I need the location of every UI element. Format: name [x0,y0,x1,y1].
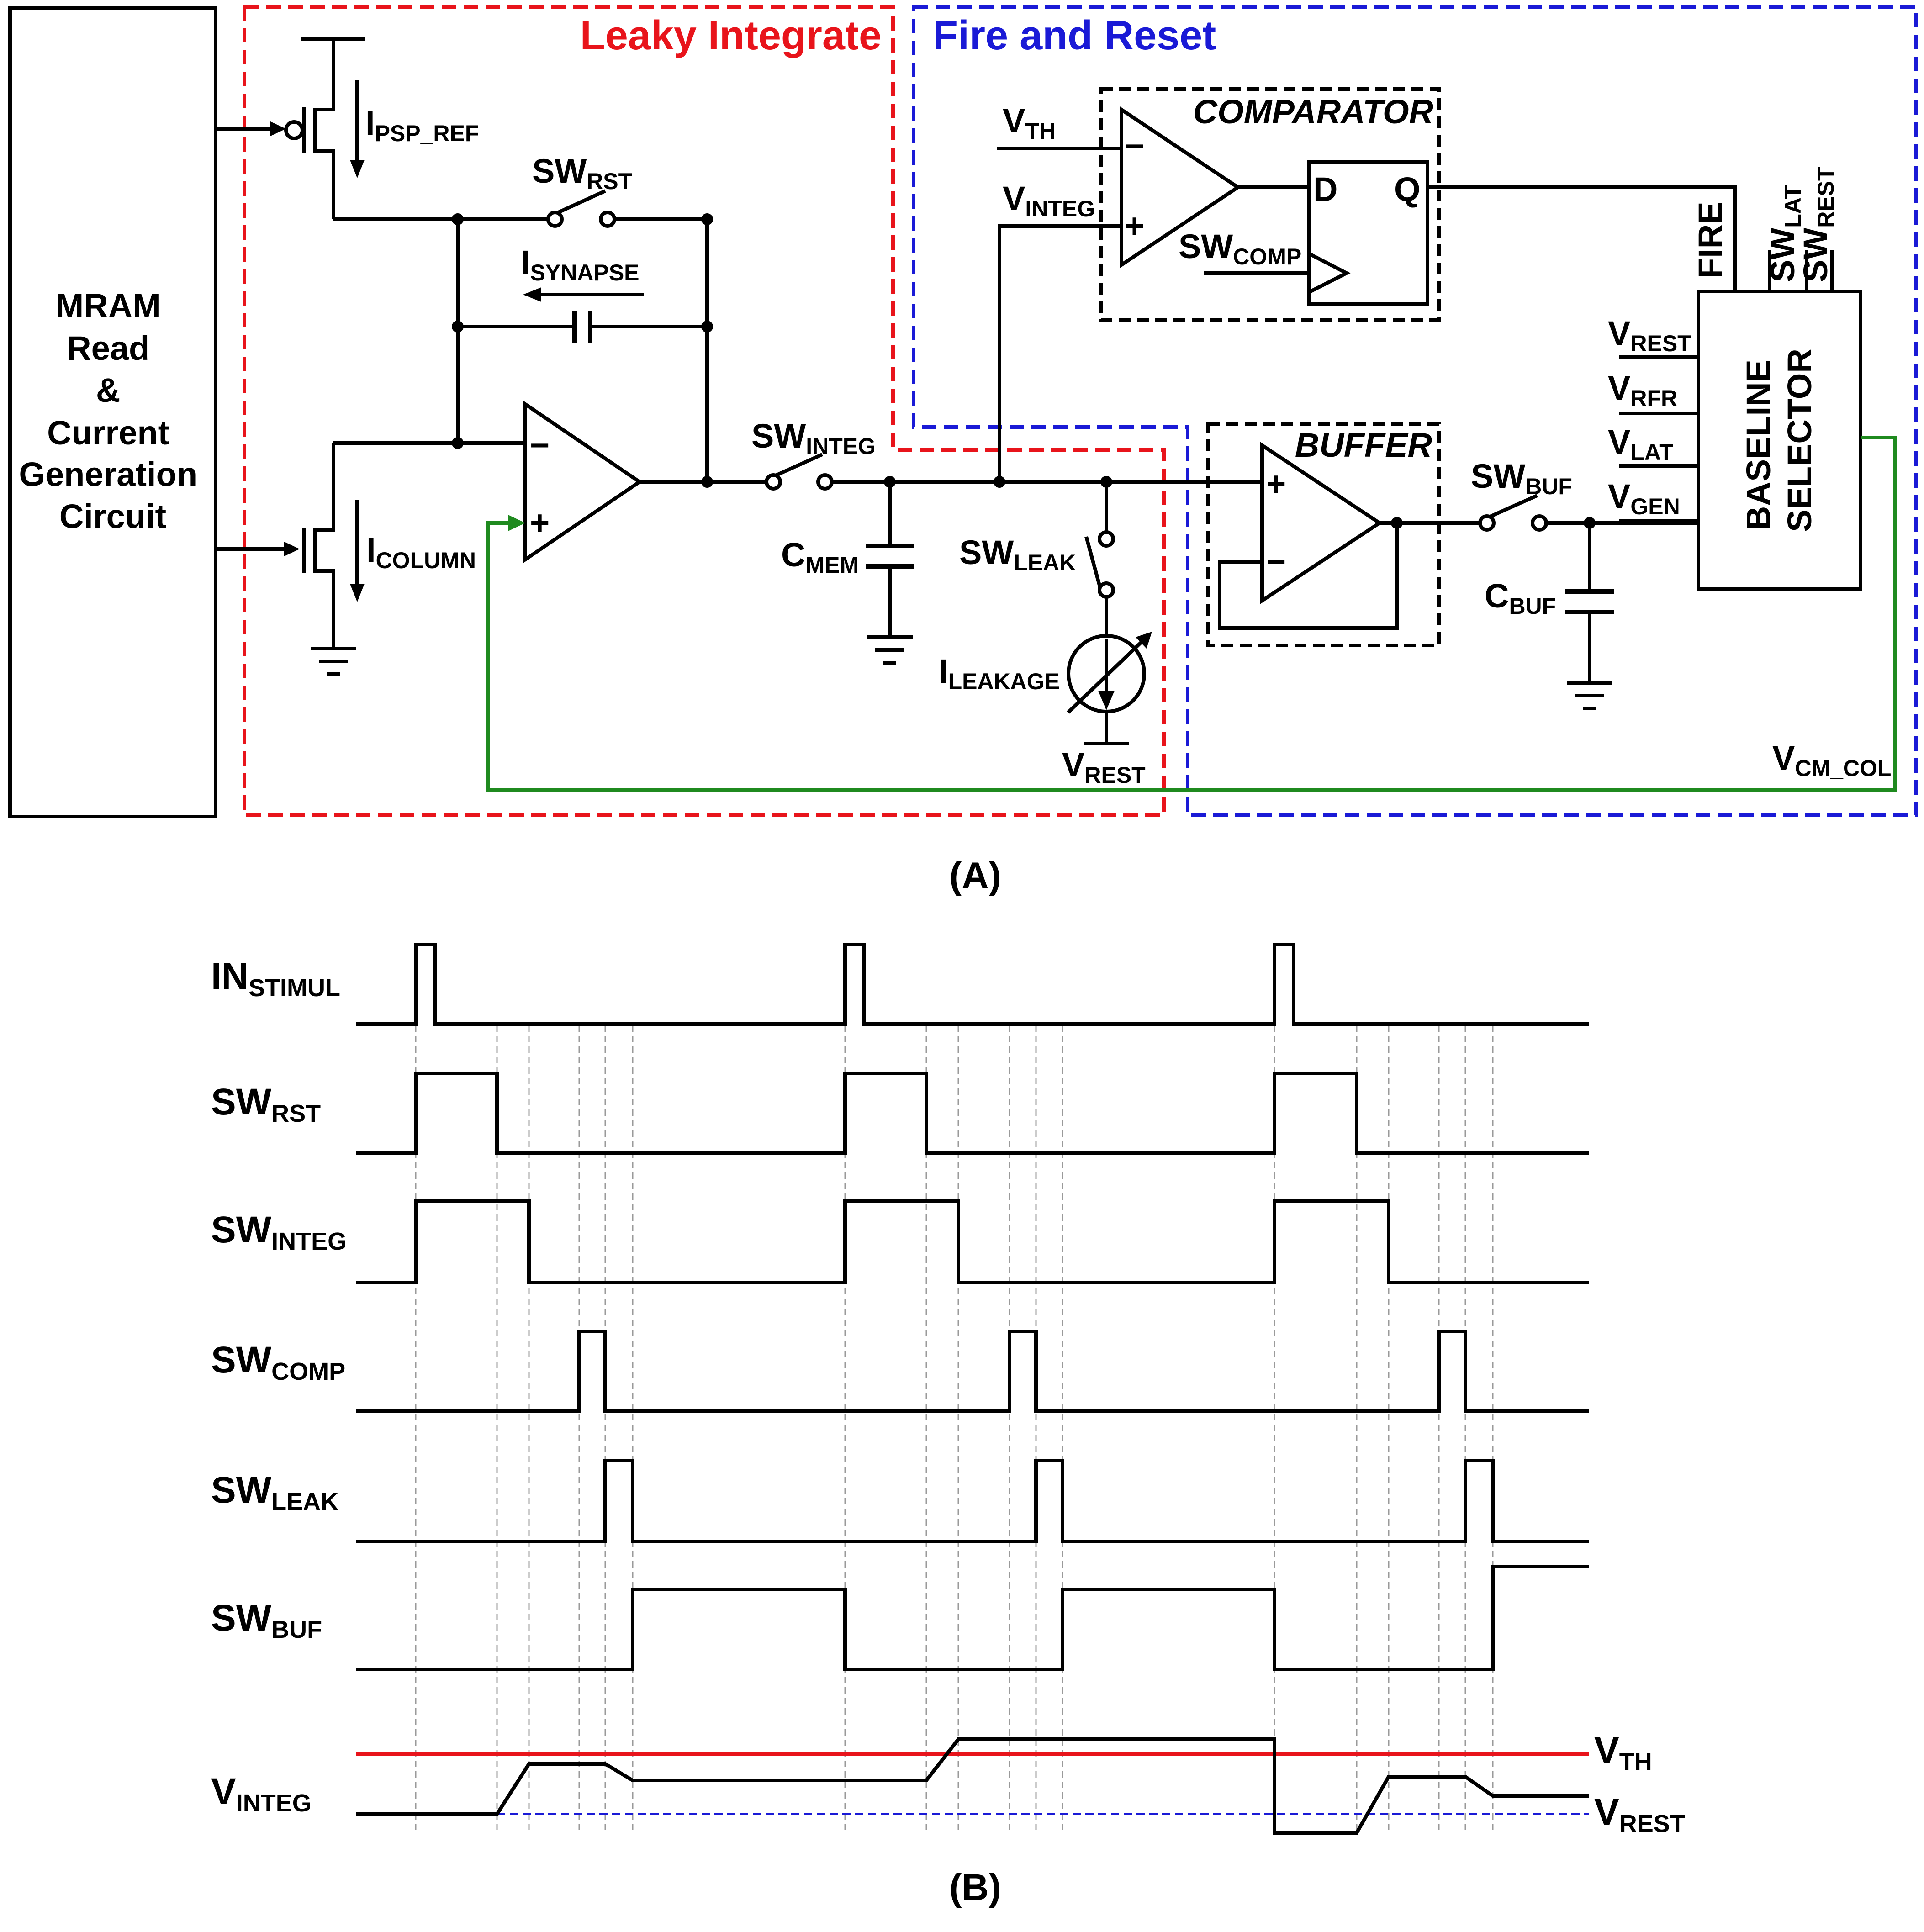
mram-block-text: MRAM Read & Current Generation Circuit [19,287,206,535]
comparator-vth-label: VTH [1003,102,1056,144]
timing-label-sw-integ: SWINTEG [211,1209,347,1255]
svg-text:+: + [530,504,550,542]
sw-buf-label: SWBUF [1471,457,1572,499]
comparator-opamp: − + [997,106,1309,269]
baseline-selector-text: BASELINE SELECTOR [1739,348,1818,532]
waveform-sw-comp [356,1330,1589,1413]
c-buf-label: CBUF [1485,577,1556,619]
baseline-input-vrfr: VRFR [1608,369,1677,411]
svg-text:−: − [1266,543,1286,581]
sw-leak-switch [1084,482,1115,636]
leaky-integrate-title: Leaky Integrate [580,13,882,58]
timing-label-sw-leak: SWLEAK [211,1469,338,1515]
leaky-integrate-region [243,5,1166,817]
timing-guides [415,1025,1494,1834]
svg-text:−: − [530,426,550,464]
comparator-swcomp-label: SWCOMP [1179,227,1301,269]
svg-text:−: − [1125,127,1144,165]
c-mem-capacitor [866,482,914,665]
integrator-opamp: − + [523,401,767,563]
timing-label-sw-buf: SWBUF [211,1597,322,1643]
nmos-transistor [302,443,365,676]
leakage-current-source [1067,632,1152,745]
v-rest-leak-label: VREST [1062,746,1146,788]
i-column-label: ICOLUMN [366,531,476,573]
buffer-title: BUFFER [1295,426,1432,464]
comparator-block [1099,87,1441,322]
i-psp-ref-label: IPSP_REF [365,104,479,146]
baseline-input-vgen: VGEN [1608,477,1680,519]
pmos-transistor [284,37,365,219]
waveform-sw-rst [356,1072,1589,1155]
baseline-input-vrest: VREST [1608,314,1691,356]
sw-rst-switch [546,189,616,228]
waveform-sw-buf [356,1565,1589,1671]
c-mem-label: CMEM [781,536,859,578]
timing-label-v-integ: VINTEG [211,1771,312,1817]
mram-block [8,6,217,818]
sw-rest-label: SWREST [1797,167,1839,282]
comparator-vinteg-label: VINTEG [1003,179,1095,222]
vcm-col-feedback-wire [486,436,1897,792]
vcm-col-label: VCM_COL [1772,739,1891,781]
sw-lat-label: SWLAT [1764,185,1806,282]
synapse-capacitor [458,287,707,343]
timing-label-in-stimul: INSTIMUL [211,955,340,1002]
svg-text:D: D [1313,170,1337,208]
svg-text:+: + [1266,465,1286,503]
waveform-sw-leak [356,1459,1589,1543]
vth-label: VTH [1594,1730,1652,1776]
i-synapse-label: ISYNAPSE [521,243,640,285]
baseline-selector-block [1619,250,1862,591]
circuit-schematic: MRAM Read & Current Generation Circuit L… [8,5,1918,897]
sw-buf-switch [1478,494,1698,532]
panel-a-label: (A) [949,855,1001,897]
sw-integ-label: SWINTEG [751,417,876,459]
timing-label-sw-comp: SWCOMP [211,1339,345,1385]
waveform-sw-integ [356,1199,1589,1284]
baseline-input-vlat: VLAT [1608,423,1673,465]
fire-and-reset-title: Fire and Reset [933,13,1216,58]
buffer-block [1206,422,1441,647]
waveform-in-stimul [356,943,1589,1026]
comparator-title: COMPARATOR [1193,93,1433,131]
sw-leak-label: SWLEAK [959,533,1076,575]
c-buf-capacitor [1565,523,1614,710]
timing-diagram: INSTIMUL SWRST SWINTEG SWCOMP SWLEAK SWB… [211,943,1685,1908]
fire-and-reset-region [912,5,1918,817]
svg-text:+: + [1125,207,1144,245]
buffer-opamp: + − [1164,442,1480,630]
svg-text:Q: Q [1394,170,1421,208]
panel-b-label: (B) [949,1867,1001,1908]
fire-output-label: FIRE [1691,201,1729,279]
d-flip-flop: D Q [1204,160,1737,306]
sw-rst-label: SWRST [532,152,632,194]
timing-label-sw-rst: SWRST [211,1081,321,1127]
vrest-label: VREST [1594,1791,1685,1837]
waveform-v-integ [356,1737,1589,1835]
i-leakage-label: ILEAKAGE [939,652,1060,694]
